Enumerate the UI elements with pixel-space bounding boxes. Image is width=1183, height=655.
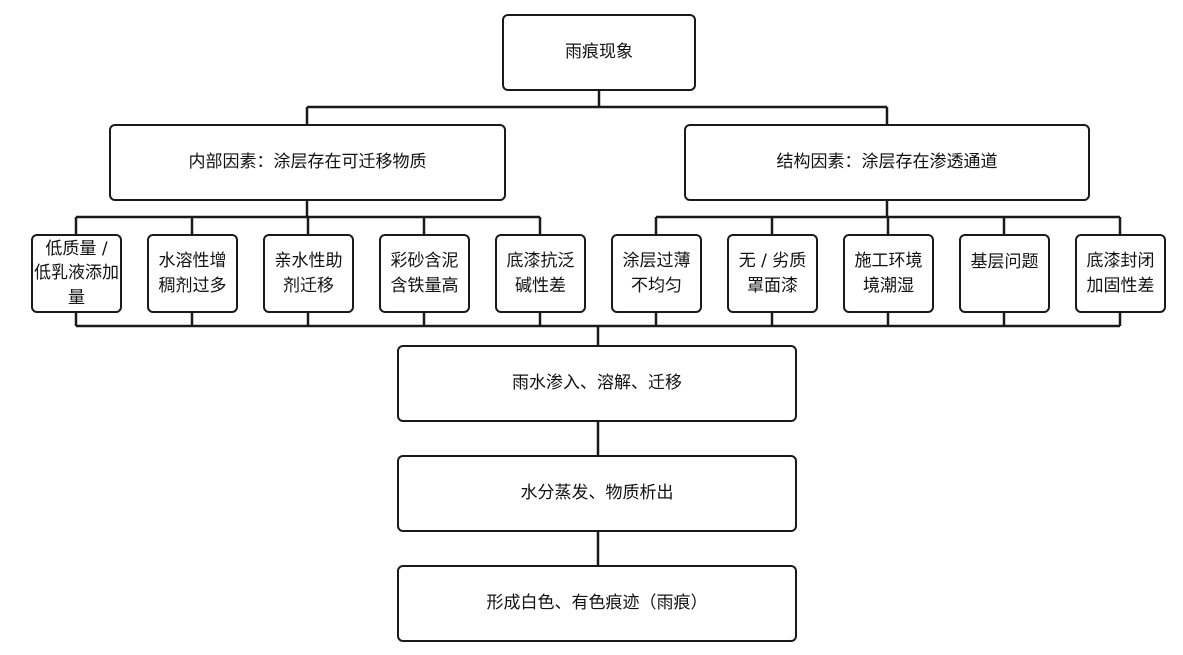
cause-node: 彩砂含泥 含铁量高 bbox=[379, 234, 470, 313]
process-step-label: 雨水渗入、溶解、迁移 bbox=[512, 372, 682, 393]
cause-label: 基层问题 bbox=[970, 252, 1039, 272]
process-step-label: 水分蒸发、物质析出 bbox=[520, 482, 674, 503]
cause-node: 底漆封闭 加固性差 bbox=[1075, 234, 1166, 313]
process-step-node: 雨水渗入、溶解、迁移 bbox=[397, 345, 797, 422]
cause-label: 无 / 劣质 罩面漆 bbox=[738, 250, 807, 296]
cause-node: 基层问题 bbox=[959, 234, 1050, 313]
cause-node: 施工环境 境潮湿 bbox=[843, 234, 934, 313]
cause-label: 低质量 / 低乳液添加量 bbox=[34, 238, 119, 308]
cause-label: 施工环境 境潮湿 bbox=[854, 250, 923, 296]
cause-label: 亲水性助 剂迁移 bbox=[274, 250, 343, 296]
process-step-node: 水分蒸发、物质析出 bbox=[397, 455, 797, 532]
category-structural-label: 结构因素：涂层存在渗透通道 bbox=[776, 151, 998, 172]
category-structural-node: 结构因素：涂层存在渗透通道 bbox=[684, 124, 1090, 201]
cause-label: 彩砂含泥 含铁量高 bbox=[390, 250, 459, 296]
cause-node: 底漆抗泛 碱性差 bbox=[495, 234, 586, 313]
cause-label: 涂层过薄 不均匀 bbox=[622, 250, 691, 296]
cause-node: 低质量 / 低乳液添加量 bbox=[31, 234, 122, 313]
cause-node: 涂层过薄 不均匀 bbox=[611, 234, 702, 313]
category-internal-node: 内部因素：涂层存在可迁移物质 bbox=[109, 124, 506, 201]
category-internal-label: 内部因素：涂层存在可迁移物质 bbox=[188, 151, 427, 172]
cause-label: 底漆抗泛 碱性差 bbox=[506, 250, 575, 296]
result-label: 形成白色、有色痕迹（雨痕） bbox=[486, 592, 708, 613]
cause-label: 底漆封闭 加固性差 bbox=[1086, 250, 1155, 296]
result-node: 形成白色、有色痕迹（雨痕） bbox=[397, 565, 797, 642]
root-node-label: 雨痕现象 bbox=[565, 41, 633, 62]
cause-node: 水溶性增 稠剂过多 bbox=[147, 234, 238, 313]
cause-node: 无 / 劣质 罩面漆 bbox=[727, 234, 818, 313]
cause-label: 水溶性增 稠剂过多 bbox=[158, 250, 227, 296]
root-node: 雨痕现象 bbox=[502, 14, 696, 91]
cause-node: 亲水性助 剂迁移 bbox=[263, 234, 354, 313]
